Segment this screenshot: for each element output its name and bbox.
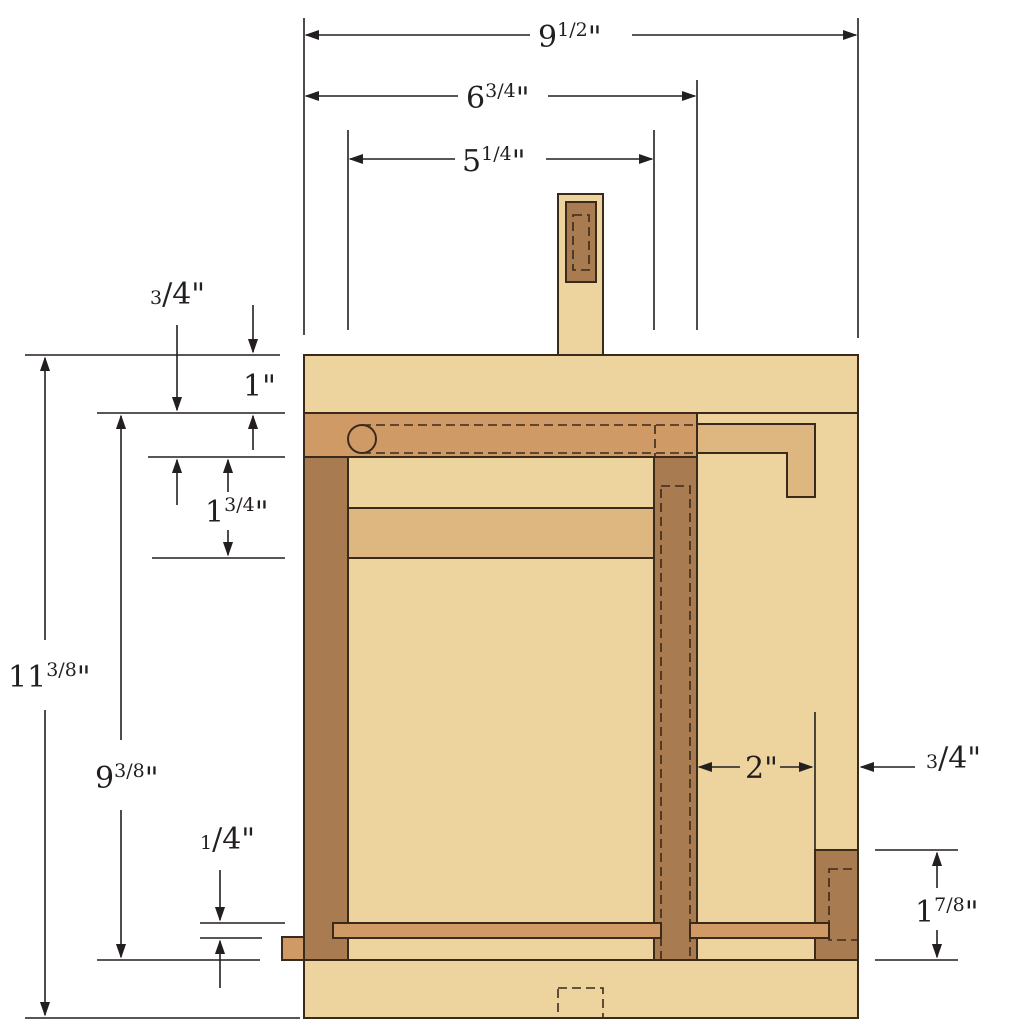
base-board xyxy=(303,959,859,1019)
label-side-thickness: 3/4" xyxy=(926,741,981,776)
left-post xyxy=(303,456,349,961)
label-inner-width: 51/4" xyxy=(462,143,526,179)
dimension-lines xyxy=(25,18,958,1019)
corner-block-hidden xyxy=(828,868,859,941)
dowel-end xyxy=(347,424,377,454)
label-overall-height: 113/8" xyxy=(8,659,91,695)
middle-rail xyxy=(347,507,655,559)
label-top-offset: 3/4" xyxy=(150,277,205,312)
label-top-band: 1" xyxy=(243,369,276,404)
label-gap: 2" xyxy=(745,751,778,786)
dimension-labels: 91/2" 63/4" 51/4" 3/4" 1" 13/4" 113/8" 9… xyxy=(8,19,981,930)
dowel-hidden-line xyxy=(362,424,697,457)
bottom-shelf-left xyxy=(332,922,662,939)
label-block-height: 17/8" xyxy=(915,894,979,930)
label-overall-width: 91/2" xyxy=(538,19,602,55)
tenon-hidden-slot xyxy=(572,214,590,271)
corner-block xyxy=(814,849,859,961)
label-shelf-offset: 1/4" xyxy=(200,822,255,857)
label-outer-width: 63/4" xyxy=(466,80,530,116)
base-hidden-slot xyxy=(557,987,604,1019)
label-inner-height: 93/8" xyxy=(95,760,159,796)
bottom-shelf-right xyxy=(689,922,830,939)
label-rail-spacing: 13/4" xyxy=(205,494,269,530)
shelf-nub xyxy=(281,936,305,961)
back-panel xyxy=(303,354,859,1019)
right-post-hidden-tenon xyxy=(660,485,691,961)
frame-drawing xyxy=(281,193,859,1019)
